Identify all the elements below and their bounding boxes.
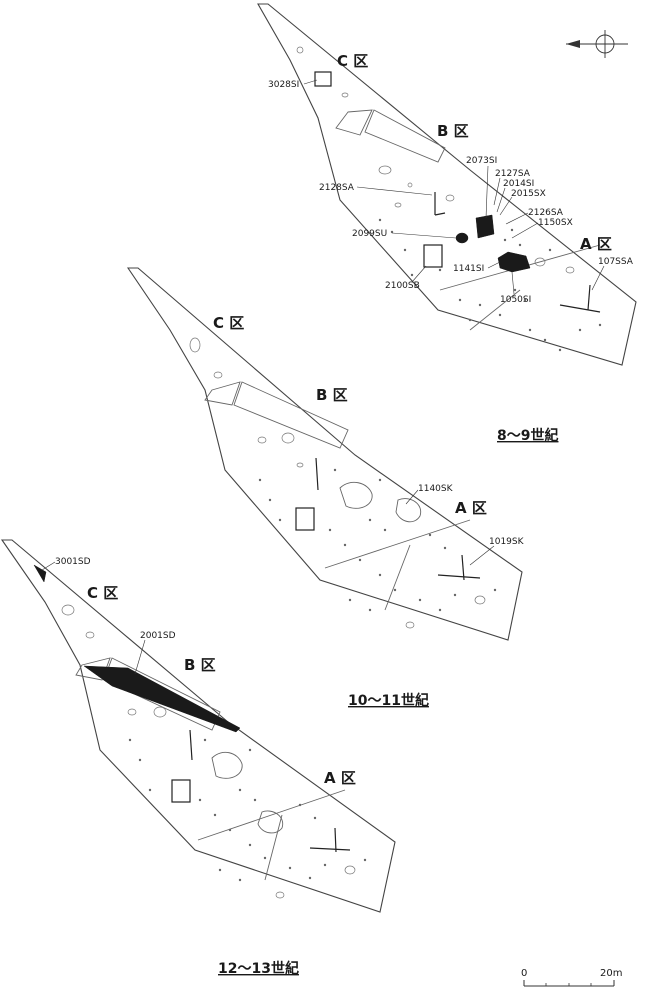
- map-period-2: C 区 B 区 A 区 1140SK 1019SK 10～11世紀: [126, 267, 525, 709]
- feature-label: 3001SD: [55, 557, 91, 567]
- period-label: 10～11世紀: [348, 692, 429, 709]
- zone-label-b: B 区: [316, 386, 348, 404]
- feature-label: 2014SI: [503, 179, 534, 189]
- scale-end-label: 20m: [600, 968, 622, 979]
- zone-label-a: A 区: [455, 499, 487, 517]
- feature-label: 2015SX: [511, 189, 546, 199]
- zone-label-c: C 区: [87, 584, 118, 602]
- map-period-3: C 区 B 区 A 区 3001SD 2001SD 12～13世紀: [0, 539, 396, 977]
- feature-label: 2126SA: [528, 208, 564, 218]
- feature-label: 2099SU: [352, 229, 387, 239]
- period-label: 8～9世紀: [497, 427, 558, 444]
- feature-label: 1150SX: [538, 218, 573, 228]
- pit-cluster: [61, 604, 367, 899]
- north-arrow-icon: [566, 30, 628, 58]
- feature-label: 2001SD: [140, 631, 176, 641]
- zone-label-b: B 区: [437, 122, 469, 140]
- zone-label-a: A 区: [580, 235, 612, 253]
- zone-label-c: C 区: [213, 314, 244, 332]
- feature-label: 2127SA: [495, 169, 531, 179]
- pit-cluster: [189, 337, 497, 629]
- period-label: 12～13世紀: [218, 960, 299, 977]
- scale-start-label: 0: [521, 968, 527, 979]
- map-period-1: C 区 B 区 A 区 3028SI 2073SI 2127SA 2014SI …: [257, 3, 637, 444]
- zone-label-c: C 区: [337, 52, 368, 70]
- zone-label-b: B 区: [184, 656, 216, 674]
- feature-label: 1141SI: [453, 264, 484, 274]
- scale-bar: 0 20m: [521, 968, 622, 987]
- feature-label: 2073SI: [466, 156, 497, 166]
- feature-label: 1019SK: [489, 537, 525, 547]
- zone-label-a: A 区: [324, 769, 356, 787]
- feature-label: 1050SI: [500, 295, 531, 305]
- feature-label: 3028SI: [268, 80, 299, 90]
- feature-label: 2100SB: [385, 281, 420, 291]
- pit-cluster: [296, 46, 602, 352]
- feature-label: 1140SK: [418, 484, 454, 494]
- feature-label: 2128SA: [319, 183, 355, 193]
- feature-label: 107SSA: [598, 257, 634, 267]
